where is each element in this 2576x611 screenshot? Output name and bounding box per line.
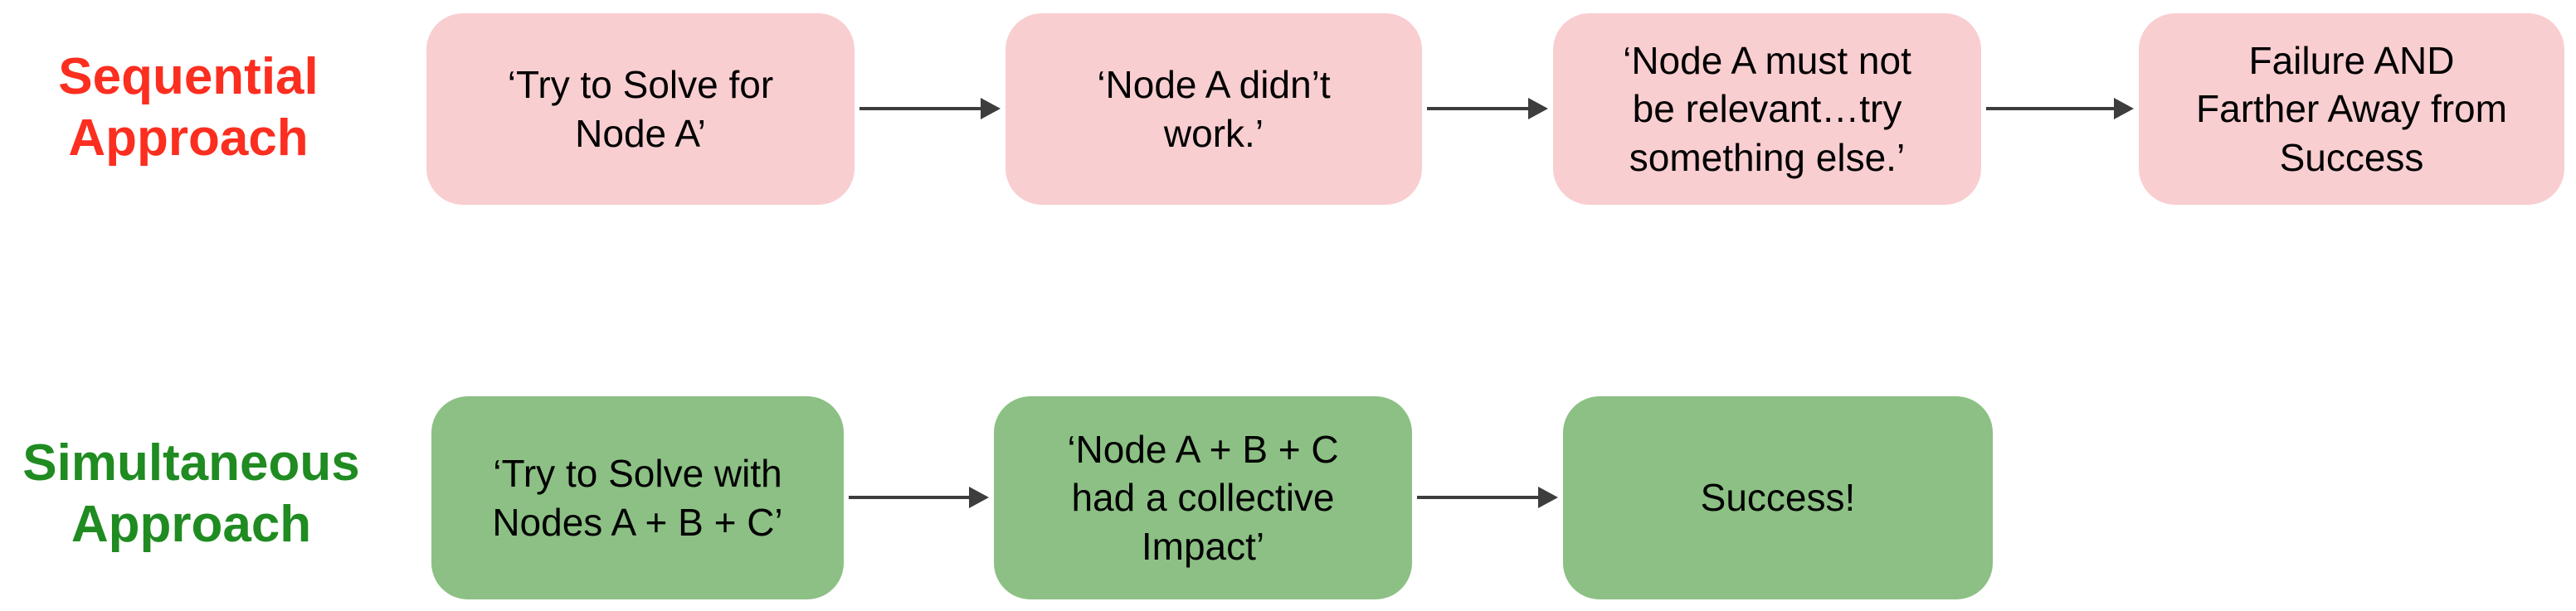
right-arrow-icon [859,98,1001,119]
sequential-step-3-box: ‘Node A must not be relevant…try somethi… [1553,13,1981,205]
simultaneous-approach-label: Simultaneous Approach [22,434,360,554]
right-arrow-icon [1986,98,2134,119]
sequential-approach-label: Sequential Approach [58,48,319,167]
arrow-head [1528,98,1548,119]
arrow-head [981,98,1001,119]
arrow-shaft [849,496,974,499]
sequential-step-1-box: ‘Try to Solve for Node A’ [426,13,855,205]
sequential-outcome-box: Failure AND Farther Away from Success [2139,13,2564,205]
right-arrow-icon [1417,487,1558,508]
simultaneous-step-2-box: ‘Node A + B + C had a collective Impact’ [994,396,1412,599]
simultaneous-step-1-box: ‘Try to Solve with Nodes A + B + C’ [431,396,844,599]
arrow-head [2114,98,2134,119]
arrow-shaft [1417,496,1543,499]
right-arrow-icon [849,487,989,508]
arrow-head [969,487,989,508]
arrow-head [1538,487,1558,508]
simultaneous-outcome-box: Success! [1563,396,1993,599]
sequential-step-2-box: ‘Node A didn’t work.’ [1006,13,1422,205]
arrow-shaft [859,107,986,110]
arrow-shaft [1986,107,2119,110]
arrow-shaft [1427,107,1533,110]
right-arrow-icon [1427,98,1548,119]
